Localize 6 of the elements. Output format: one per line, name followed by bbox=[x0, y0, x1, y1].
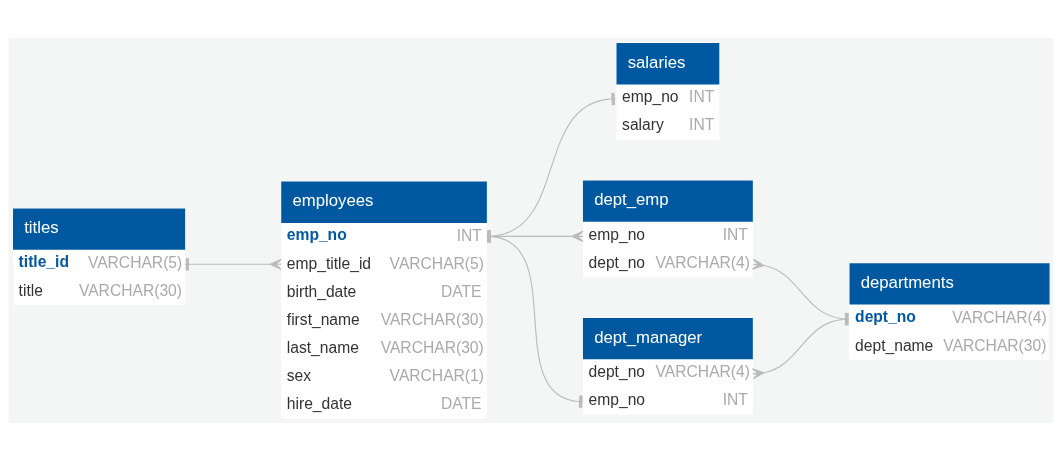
connector bbox=[486, 92, 616, 242]
connector bbox=[751, 312, 850, 379]
connector bbox=[486, 229, 584, 242]
connector bbox=[751, 258, 850, 325]
connector bbox=[486, 229, 584, 408]
connector bbox=[184, 257, 282, 270]
